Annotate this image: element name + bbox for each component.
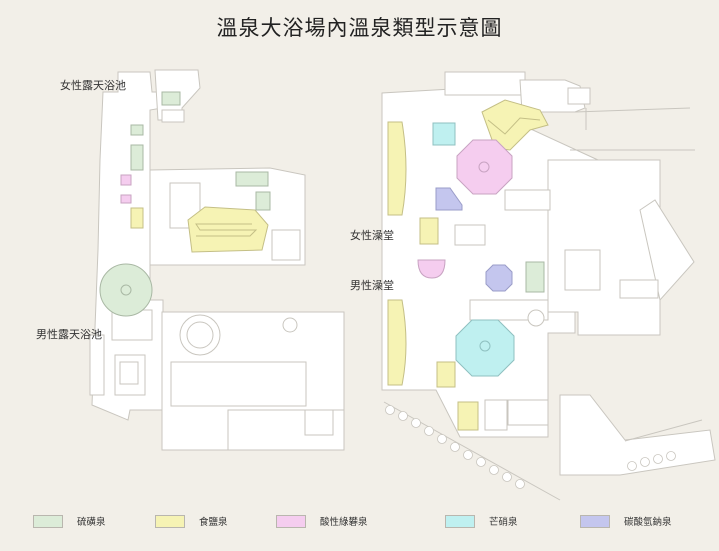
legend-label: 芒硝泉	[489, 517, 518, 528]
right-east-block	[547, 159, 661, 336]
pools-sulfate	[432, 122, 515, 377]
pools-bicarbonate	[435, 187, 513, 292]
legend-label: 碳酸氫鈉泉	[624, 517, 672, 528]
right-diagonal-wing	[559, 394, 716, 476]
label-women-bathhouse: 女性澡堂	[350, 229, 394, 242]
legend-label: 硫磺泉	[77, 517, 106, 528]
legend-swatch	[276, 514, 306, 528]
legend-item-sulfur: 硫磺泉	[33, 512, 106, 530]
legend-label: 食鹽泉	[199, 517, 228, 528]
legend-swatch	[580, 514, 610, 528]
label-men-bathhouse: 男性澡堂	[350, 279, 394, 292]
right-east-ramp	[639, 199, 695, 302]
legend-item-acidic: 酸性綠礬泉	[276, 512, 368, 530]
label-women-outdoor-bath: 女性露天浴池	[60, 79, 126, 92]
legend-item-salt: 食鹽泉	[155, 512, 228, 530]
legend-label: 酸性綠礬泉	[320, 517, 368, 528]
legend-item-bicarbonate: 碳酸氫鈉泉	[580, 512, 672, 530]
pools-salt	[130, 99, 549, 431]
legend-swatch	[445, 514, 475, 528]
legend-swatch	[33, 514, 63, 528]
pools-acidic	[120, 139, 513, 279]
legend-item-sulfate: 芒硝泉	[445, 512, 518, 530]
right-top-block	[444, 71, 526, 96]
legend-swatch	[155, 514, 185, 528]
pools-sulfur	[99, 91, 545, 317]
diagram-title: 溫泉大浴場內溫泉類型示意圖	[216, 16, 503, 40]
label-men-outdoor-bath: 男性露天浴池	[36, 328, 102, 341]
